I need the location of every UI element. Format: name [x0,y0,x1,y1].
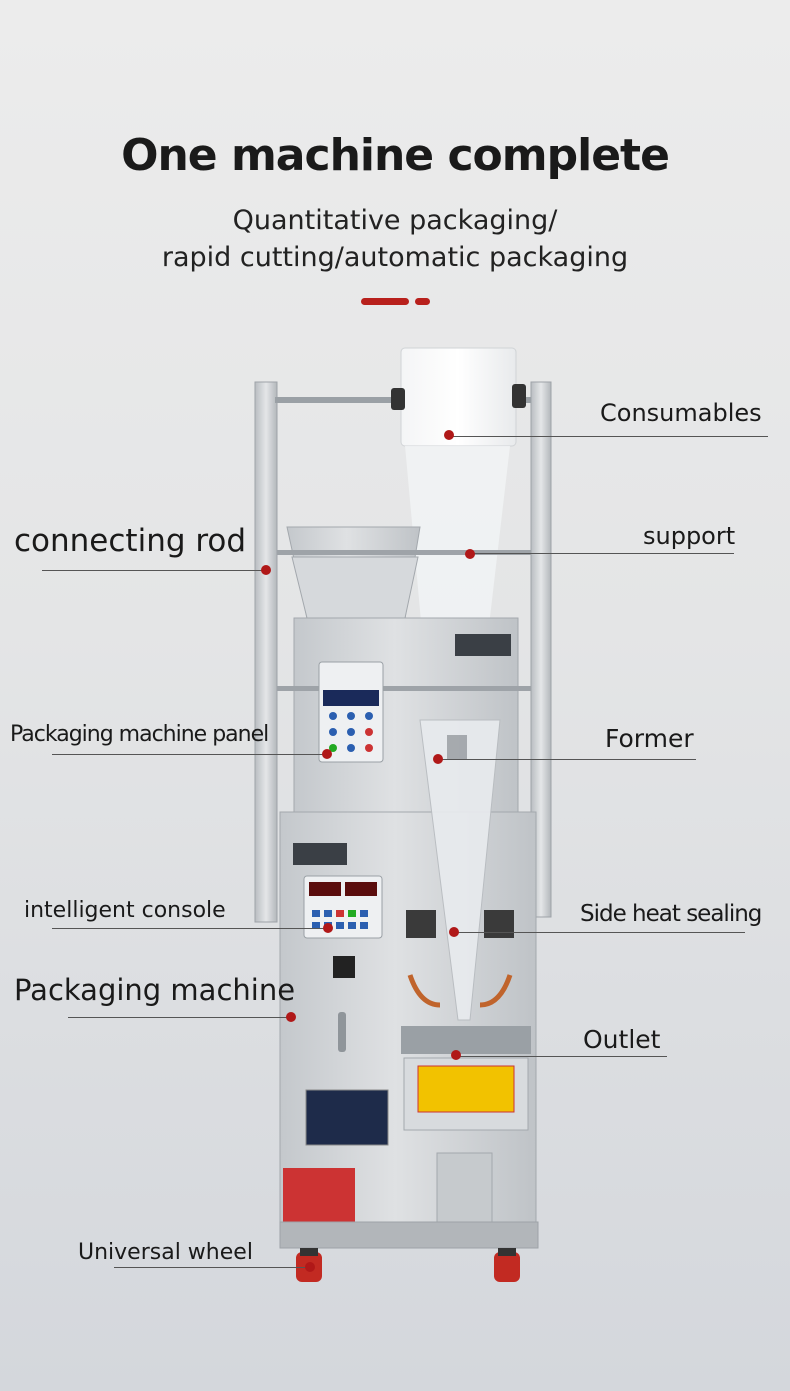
label-packaging-machine: Packaging machine [14,973,296,1007]
line-packaging-machine [68,1017,291,1018]
line-universal-wheel [114,1267,310,1268]
machine-base [279,1221,539,1249]
dot-former [433,754,443,764]
line-side-heat-sealing [455,932,745,933]
accent-bar-short [415,298,430,305]
dot-intelligent-console [323,923,333,933]
right-post [530,381,552,918]
line-intelligent-console [52,928,328,929]
subtitle-line-2: rapid cutting/automatic packaging [161,242,629,273]
page-title: One machine complete [121,130,670,181]
label-former: Former [605,724,694,753]
line-consumables [450,436,768,437]
main-body [279,811,537,1223]
left-post [254,381,278,923]
subtitle-line-1: Quantitative packaging/ [232,205,558,236]
dot-connecting-rod [261,565,271,575]
label-support: support [643,522,736,550]
label-side-heat-sealing: Side heat sealing [580,901,762,927]
label-connecting-rod: connecting rod [14,523,247,559]
film-roll [400,347,517,447]
warning-label [417,1065,515,1113]
dot-outlet [451,1050,461,1060]
dot-packaging-machine-panel [322,749,332,759]
label-intelligent-console: intelligent console [24,898,226,923]
label-outlet: Outlet [583,1025,661,1054]
line-connecting-rod [42,570,267,571]
side-heat-sealer-left [406,910,436,938]
universal-wheels [296,1248,520,1282]
side-heat-sealer-right [484,910,514,938]
support-rod [277,550,531,555]
accent-bar-long [361,298,409,305]
dot-packaging-machine [286,1012,296,1022]
line-support [470,553,734,554]
line-outlet [457,1056,667,1057]
label-consumables: Consumables [600,399,762,427]
nameplate [305,1089,389,1146]
line-former [440,759,696,760]
dot-support [465,549,475,559]
dot-universal-wheel [305,1262,315,1272]
line-packaging-machine-panel [52,754,328,755]
former-cone [419,719,501,1021]
label-packaging-machine-panel: Packaging machine panel [10,722,269,747]
outlet-tray [401,1026,531,1054]
label-universal-wheel: Universal wheel [78,1240,253,1265]
dot-consumables [444,430,454,440]
dot-side-heat-sealing [449,927,459,937]
